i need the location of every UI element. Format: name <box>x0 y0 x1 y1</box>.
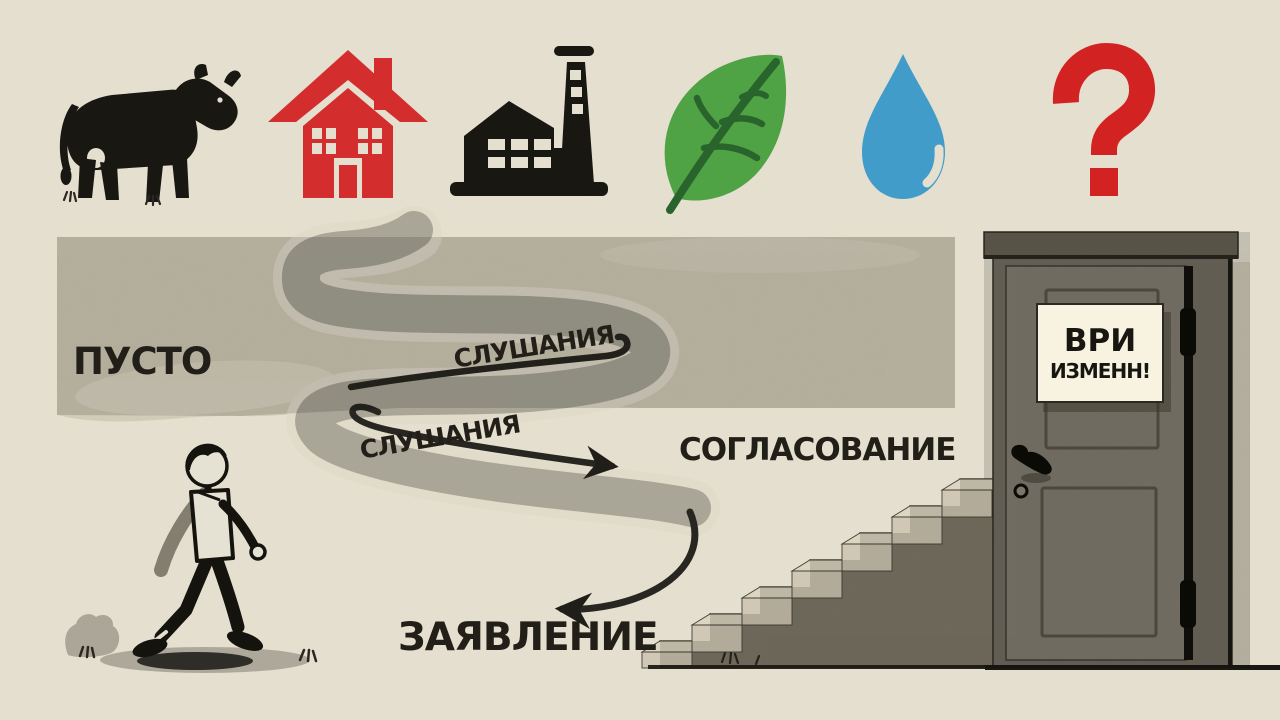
water-drop-icon <box>862 54 945 199</box>
label-approval: СОГЛАСОВАНИЕ <box>679 432 956 468</box>
house-icon <box>268 50 428 198</box>
question-mark-icon <box>1052 42 1155 196</box>
factory-icon <box>450 46 608 196</box>
walking-person <box>65 443 318 673</box>
cow-icon <box>59 64 241 207</box>
label-pusto: ПУСТО <box>73 340 212 383</box>
label-application: ЗАЯВЛЕНИЕ <box>398 615 659 660</box>
leaf-icon <box>664 54 787 214</box>
door-sign-line2: ИЗМЕНН! <box>1049 358 1151 383</box>
door-sign: ВРИ ИЗМЕНН! <box>1036 303 1164 403</box>
door-sign-line1: ВРИ <box>1063 322 1137 359</box>
